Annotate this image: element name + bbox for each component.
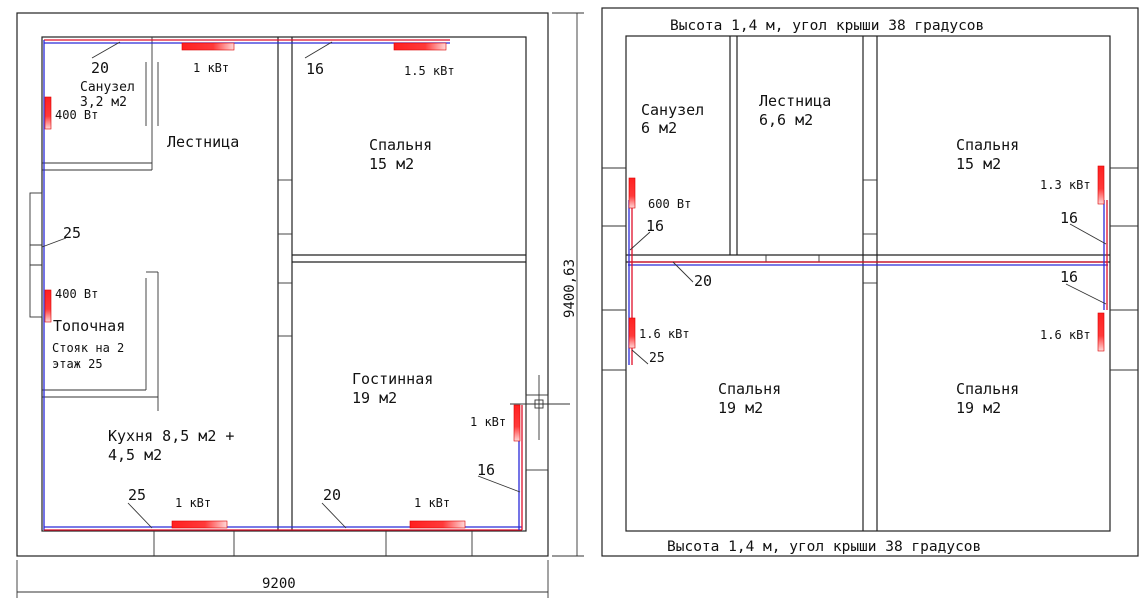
- radiator-top-left-power: 1 кВт: [193, 61, 229, 75]
- pipe-size-r-mid-20: 20: [694, 272, 712, 290]
- radiator-sanuzel-power: 400 Вт: [55, 108, 98, 122]
- radiator-bottom-left-power: 1 кВт: [175, 496, 211, 510]
- room-topochnaya-label: Топочная: [53, 317, 125, 335]
- footer-note: Высота 1,4 м, угол крыши 38 градусов: [667, 539, 981, 555]
- radiator-r-sanuzel: [628, 177, 636, 209]
- radiator-r-right-low: [1097, 312, 1105, 352]
- pipe-size-bottom-mid: 20: [323, 486, 341, 504]
- pipe-size-r-right-16b: 16: [1060, 268, 1078, 286]
- radiator-r-right-top-power: 1.3 кВт: [1040, 178, 1091, 192]
- pipe-size-right: 16: [477, 461, 495, 479]
- radiator-r-left-low: [628, 317, 636, 349]
- pipe-size-r-left-16: 16: [646, 217, 664, 235]
- radiator-sanuzel: [44, 96, 52, 130]
- radiator-top-right-power: 1.5 кВт: [404, 64, 455, 78]
- pipe-size-bottom-left: 25: [128, 486, 146, 504]
- room-lestnica-label: Лестница: [167, 133, 239, 151]
- radiator-r-right-low-power: 1.6 кВт: [1040, 328, 1091, 342]
- dimension-height: 9400,63: [562, 259, 578, 318]
- radiator-bottom-left: [171, 520, 228, 529]
- radiator-top-right: [393, 42, 447, 51]
- pipe-size-top-mid: 16: [306, 60, 324, 78]
- right-floor-plan: Высота 1,4 м, угол крыши 38 градусов Выс…: [601, 7, 1139, 557]
- radiator-topochnaya: [44, 289, 52, 323]
- radiator-gostinnaya-power: 1 кВт: [470, 415, 506, 429]
- radiator-gostinnaya: [513, 404, 521, 442]
- radiator-top-left: [181, 42, 235, 51]
- pipe-size-left-mid: 25: [63, 224, 81, 242]
- pipe-size-r-right-16a: 16: [1060, 209, 1078, 227]
- radiator-r-right-top: [1097, 165, 1105, 205]
- header-note: Высота 1,4 м, угол крыши 38 градусов: [670, 18, 984, 34]
- room-kuhnya-label: Кухня 8,5 м2 +4,5 м2: [108, 427, 234, 464]
- radiator-r-sanuzel-power: 600 Вт: [648, 197, 691, 211]
- radiator-bottom-right-power: 1 кВт: [414, 496, 450, 510]
- pipe-size-top-left: 20: [91, 59, 109, 77]
- radiator-bottom-right: [409, 520, 466, 529]
- dimension-width: 9200: [262, 576, 296, 592]
- radiator-r-left-low-power: 1.6 кВт: [639, 327, 690, 341]
- radiator-topochnaya-power: 400 Вт: [55, 287, 98, 301]
- pipe-size-r-left-25: 25: [649, 351, 665, 366]
